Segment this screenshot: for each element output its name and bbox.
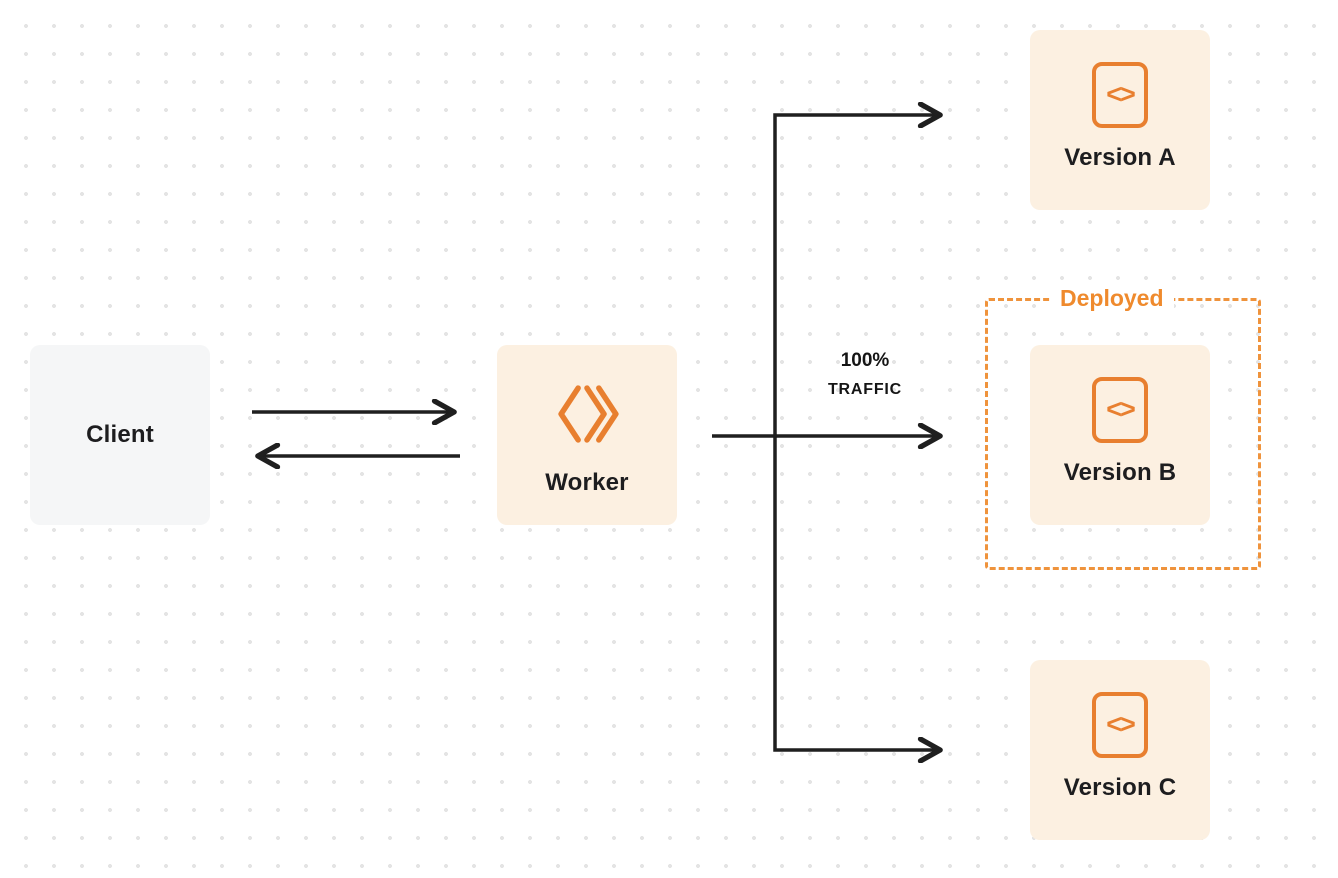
code-icon: <>	[1092, 377, 1148, 443]
deployed-label: Deployed	[1050, 285, 1174, 312]
version-a-node: <> Version A	[1030, 30, 1210, 210]
version-b-node: <> Version B	[1030, 345, 1210, 525]
worker-label: Worker	[545, 469, 629, 496]
worker-logo-icon	[558, 385, 619, 443]
version-a-label: Version A	[1064, 144, 1176, 171]
client-node: Client	[30, 345, 210, 525]
traffic-word: TRAFFIC	[827, 381, 903, 398]
code-icon: <>	[1092, 692, 1148, 758]
deployed-frame: Deployed	[985, 285, 1261, 570]
traffic-percentage: 100%	[840, 350, 890, 371]
version-b-label: Version B	[1063, 459, 1177, 486]
client-label: Client	[86, 421, 154, 448]
version-c-node: <> Version C	[1030, 660, 1210, 840]
code-glyph: <>	[1106, 708, 1136, 739]
code-icon: <>	[1092, 62, 1148, 128]
traffic-annotation: 100% TRAFFIC	[810, 350, 920, 399]
worker-node: Worker	[497, 345, 677, 525]
code-glyph: <>	[1106, 78, 1136, 109]
arrow-worker-to-version-c	[773, 436, 938, 750]
version-c-label: Version C	[1063, 774, 1177, 801]
code-glyph: <>	[1106, 393, 1136, 424]
